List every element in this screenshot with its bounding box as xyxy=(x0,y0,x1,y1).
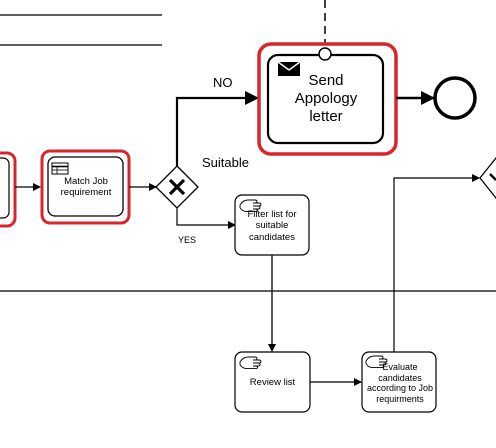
end-event[interactable] xyxy=(433,76,477,120)
exclusive-gateway[interactable] xyxy=(155,165,199,209)
partial-task-highlight xyxy=(0,151,17,228)
flow-gateway-yes xyxy=(176,208,236,229)
hand-icon xyxy=(239,356,262,370)
gateway-no-label: NO xyxy=(213,75,233,90)
partial-gateway-mark xyxy=(489,173,496,181)
send-apology-label: Send Appology letter xyxy=(294,72,358,125)
match-job-label: Match Job requirement xyxy=(60,176,112,198)
filter-list-label: Filter list for suitable candidates xyxy=(247,208,297,243)
hand-icon xyxy=(239,199,262,213)
partial-task-box[interactable] xyxy=(0,157,10,219)
envelope-icon xyxy=(277,61,301,76)
hand-icon xyxy=(365,355,388,369)
gateway-x-icon xyxy=(168,178,186,196)
evaluate-label: Evaluate candidates according to Job req… xyxy=(366,362,434,404)
gateway-yes-label: YES xyxy=(178,235,197,245)
gateway-suitable-label: Suitable xyxy=(202,155,249,170)
review-list-label: Review list xyxy=(249,376,296,388)
boundary-message-event[interactable] xyxy=(318,47,332,61)
partial-gateway-right[interactable] xyxy=(479,156,496,200)
flow-evaluate-to-gateway xyxy=(393,174,480,352)
flow-gateway-no xyxy=(175,91,259,166)
table-icon xyxy=(51,162,69,175)
